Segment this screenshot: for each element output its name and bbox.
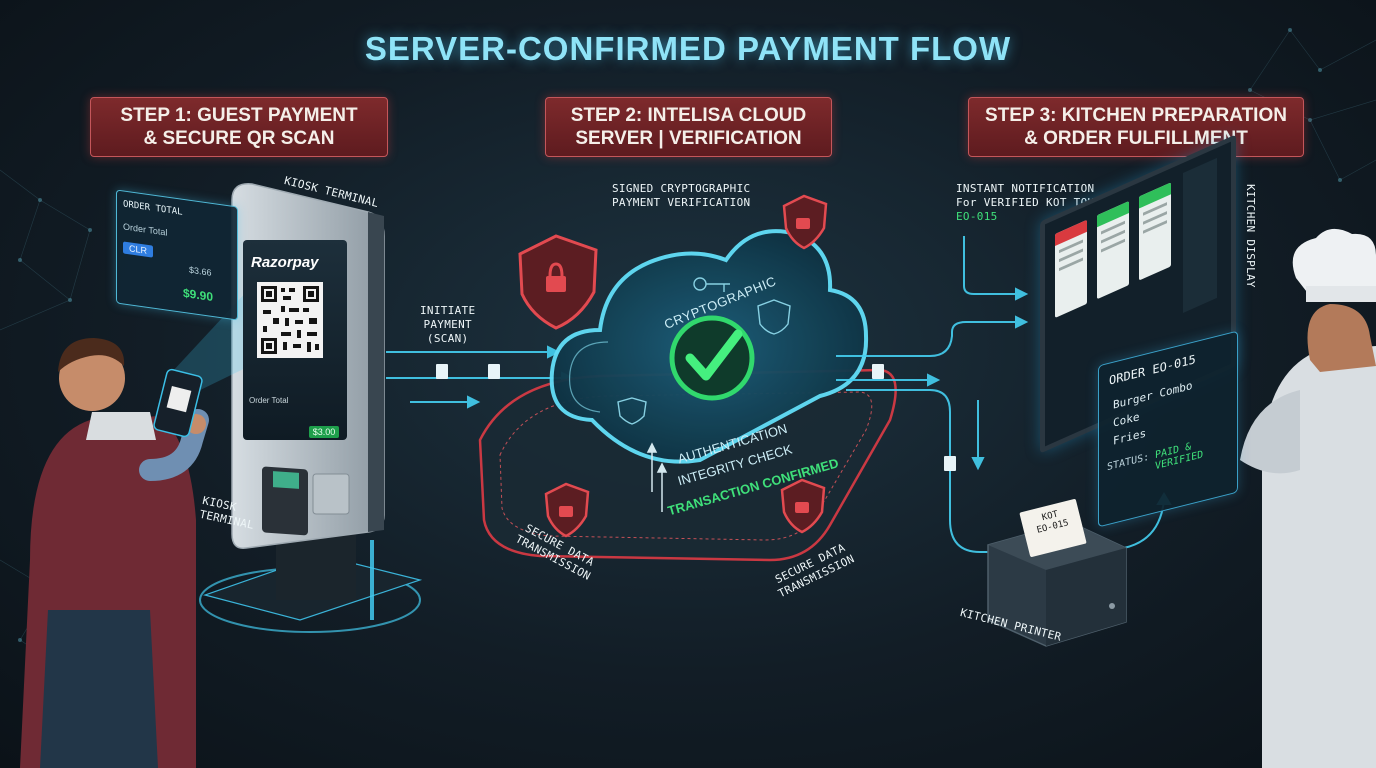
cloud-caption: SIGNED CRYPTOGRAPHIC PAYMENT VERIFICATIO… xyxy=(612,182,750,210)
step-1-banner: STEP 1: GUEST PAYMENT & SECURE QR SCAN xyxy=(90,97,388,157)
step-1-line-1: STEP 1: GUEST PAYMENT xyxy=(120,105,358,126)
notification-line-1: INSTANT NOTIFICATION xyxy=(956,182,1095,195)
cloud-caption-line-2: PAYMENT VERIFICATION xyxy=(612,196,751,209)
order-card-title: ORDER TOTAL xyxy=(123,199,183,218)
chef-person xyxy=(1240,228,1376,768)
kds-sidebar xyxy=(1183,157,1217,313)
step-2-banner: STEP 2: INTELISA CLOUD SERVER | VERIFICA… xyxy=(545,97,832,157)
order-total-card: ORDER TOTAL Order Total CLR $3.66 $9.90 xyxy=(116,189,238,321)
order-item: Coke xyxy=(1113,410,1140,430)
initiate-payment-line-3: (SCAN) xyxy=(426,332,469,345)
ticket-column xyxy=(1097,201,1129,300)
status-label: STATUS: xyxy=(1107,451,1150,474)
initiate-payment-line-1: INITIATE xyxy=(420,304,476,317)
order-card-row-label: Order Total xyxy=(123,221,168,238)
shield-lock-icon xyxy=(518,234,598,330)
document-icon xyxy=(436,364,500,379)
razorpay-logo: Razorpay xyxy=(251,254,319,271)
step-2-line-2: SERVER | VERIFICATION xyxy=(575,128,802,149)
step-3-banner: STEP 3: KITCHEN PREPARATION & ORDER FULF… xyxy=(968,97,1304,157)
order-card-row-value: $3.66 xyxy=(189,264,212,278)
document-icon xyxy=(872,364,956,471)
kiosk-order-total-label: Order Total xyxy=(249,396,289,405)
guest-person xyxy=(20,338,209,768)
initiate-payment-line-2: PAYMENT xyxy=(423,318,472,331)
status-value: PAID & VERIFIED xyxy=(1155,441,1204,473)
step-1-line-2: & SECURE QR SCAN xyxy=(143,128,335,149)
checkmark-icon xyxy=(685,329,743,381)
step-2-line-1: STEP 2: INTELISA CLOUD xyxy=(570,105,807,126)
order-card-total: $9.90 xyxy=(183,285,214,305)
kitchen-display-label: KITCHEN DISPLAY xyxy=(1244,184,1257,288)
ticket-column xyxy=(1139,182,1171,281)
cloud-caption-line-1: SIGNED CRYPTOGRAPHIC xyxy=(612,182,751,195)
step-3-line-2: & ORDER FULFILLMENT xyxy=(1024,128,1248,149)
cloud-server xyxy=(549,229,869,464)
scan-beam xyxy=(172,275,262,395)
verification-arrows xyxy=(646,442,668,512)
shield-lock-icon xyxy=(782,194,828,250)
kiosk-pay-button[interactable]: $3.00 xyxy=(309,426,339,438)
initiate-payment-label: INITIATE PAYMENT (SCAN) xyxy=(420,304,475,346)
qr-code xyxy=(257,282,323,358)
kiosk-screen: Razorpay Order Total $3.00 xyxy=(243,240,347,440)
clear-button[interactable]: CLR xyxy=(123,241,153,258)
ticket-column xyxy=(1055,219,1087,318)
order-item: Fries xyxy=(1113,426,1147,448)
kitchen-printer xyxy=(987,521,1127,647)
notification-token: EO-015 xyxy=(956,210,998,223)
shield-lock-icon xyxy=(780,478,826,534)
step-3-line-1: STEP 3: KITCHEN PREPARATION xyxy=(985,105,1287,126)
shield-lock-icon xyxy=(544,482,590,538)
order-item: Burger Combo xyxy=(1113,378,1193,412)
page-title: SERVER-CONFIRMED PAYMENT FLOW xyxy=(364,30,1012,67)
